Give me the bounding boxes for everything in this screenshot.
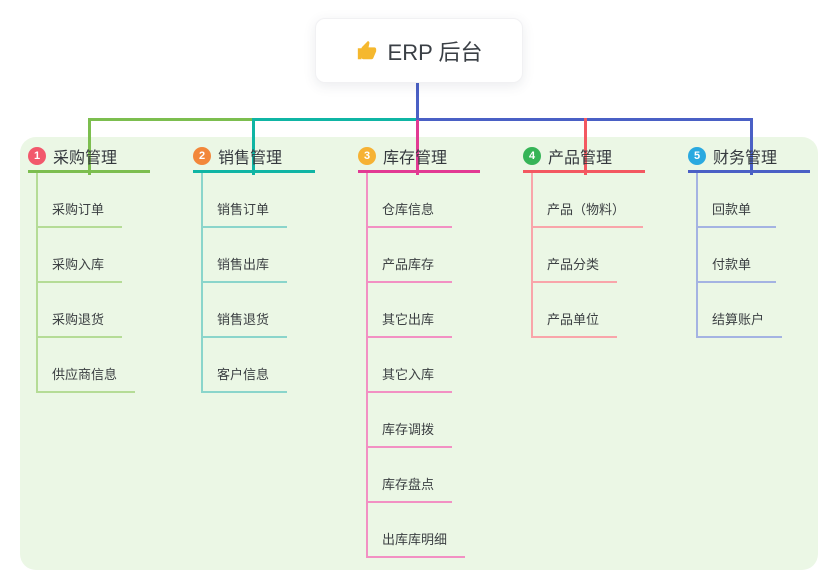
child-node[interactable]: 产品分类: [533, 228, 618, 283]
child-node[interactable]: 库存盘点: [368, 448, 453, 503]
connector-drop-branch5: [750, 118, 753, 175]
branch-finance: 5 财务管理 回款单 付款单 结算账户: [688, 146, 810, 338]
branch-title[interactable]: 4 产品管理: [523, 146, 645, 173]
root-node[interactable]: ERP 后台: [315, 18, 523, 83]
child-node-label: 采购入库: [52, 257, 105, 272]
child-node-label: 结算账户: [712, 312, 765, 327]
branch-number-badge: 1: [28, 147, 46, 165]
child-node[interactable]: 其它入库: [368, 338, 453, 393]
child-node-label: 采购订单: [52, 202, 105, 217]
child-node[interactable]: 其它出库: [368, 283, 453, 338]
child-node[interactable]: 仓库信息: [368, 173, 453, 228]
branch-inventory: 3 库存管理 仓库信息 产品库存 其它出库 其它入库 库存调拨 库存盘点 出库库…: [358, 146, 480, 558]
child-node-label: 采购退货: [52, 312, 105, 327]
child-node-label: 其它入库: [382, 367, 435, 382]
child-node[interactable]: 采购退货: [38, 283, 123, 338]
branch-number-badge: 3: [358, 147, 376, 165]
root-trunk-line: [416, 83, 419, 120]
child-node-label: 回款单: [712, 202, 752, 217]
branch-title-label: 财务管理: [713, 150, 778, 167]
branch-children: 仓库信息 产品库存 其它出库 其它入库 库存调拨 库存盘点 出库库明细: [366, 173, 466, 558]
child-node-label: 销售退货: [217, 312, 270, 327]
connector-drop-branch1: [88, 118, 91, 175]
child-node[interactable]: 销售订单: [203, 173, 288, 228]
child-node[interactable]: 回款单: [698, 173, 776, 228]
child-node[interactable]: 产品（物料）: [533, 173, 644, 228]
child-node-label: 仓库信息: [382, 202, 435, 217]
child-node[interactable]: 销售出库: [203, 228, 288, 283]
connector-hseg-branch2: [252, 118, 419, 121]
branch-title-label: 产品管理: [548, 150, 613, 167]
child-node-label: 其它出库: [382, 312, 435, 327]
branch-title[interactable]: 5 财务管理: [688, 146, 810, 173]
branch-title[interactable]: 3 库存管理: [358, 146, 480, 173]
child-node[interactable]: 采购入库: [38, 228, 123, 283]
child-node[interactable]: 库存调拨: [368, 393, 453, 448]
branch-number-badge: 5: [688, 147, 706, 165]
branch-children: 采购订单 采购入库 采购退货 供应商信息: [36, 173, 136, 393]
child-node-label: 库存调拨: [382, 422, 435, 437]
branch-children: 销售订单 销售出库 销售退货 客户信息: [201, 173, 288, 393]
child-node-label: 产品分类: [547, 257, 600, 272]
connector-hseg-branch1: [88, 118, 255, 121]
branch-number-badge: 2: [193, 147, 211, 165]
child-node[interactable]: 结算账户: [698, 283, 783, 338]
child-node-label: 出库库明细: [382, 532, 448, 547]
child-node[interactable]: 采购订单: [38, 173, 123, 228]
child-node[interactable]: 产品单位: [533, 283, 618, 338]
child-node-label: 销售订单: [217, 202, 270, 217]
thumbs-up-icon: [356, 40, 378, 62]
branch-title-label: 采购管理: [53, 150, 118, 167]
connector-drop-branch4: [584, 118, 587, 175]
branch-sales: 2 销售管理 销售订单 销售出库 销售退货 客户信息: [193, 146, 315, 393]
child-node-label: 产品库存: [382, 257, 435, 272]
child-node[interactable]: 供应商信息: [38, 338, 136, 393]
child-node[interactable]: 产品库存: [368, 228, 453, 283]
child-node-label: 供应商信息: [52, 367, 118, 382]
branch-title-label: 库存管理: [383, 150, 448, 167]
child-node[interactable]: 销售退货: [203, 283, 288, 338]
child-node-label: 销售出库: [217, 257, 270, 272]
root-node-label: ERP 后台: [387, 39, 483, 65]
branch-children: 回款单 付款单 结算账户: [696, 173, 783, 338]
branch-children: 产品（物料） 产品分类 产品单位: [531, 173, 644, 338]
child-node[interactable]: 付款单: [698, 228, 776, 283]
branch-title[interactable]: 2 销售管理: [193, 146, 315, 173]
child-node[interactable]: 客户信息: [203, 338, 288, 393]
branch-product: 4 产品管理 产品（物料） 产品分类 产品单位: [523, 146, 645, 338]
child-node[interactable]: 出库库明细: [368, 503, 466, 558]
branch-title[interactable]: 1 采购管理: [28, 146, 150, 173]
child-node-label: 付款单: [712, 257, 752, 272]
branch-procurement: 1 采购管理 采购订单 采购入库 采购退货 供应商信息: [28, 146, 150, 393]
connector-drop-branch2: [252, 118, 255, 175]
content-panel: [20, 137, 818, 570]
child-node-label: 产品单位: [547, 312, 600, 327]
child-node-label: 客户信息: [217, 367, 270, 382]
child-node-label: 产品（物料）: [547, 202, 626, 217]
child-node-label: 库存盘点: [382, 477, 435, 492]
branch-title-label: 销售管理: [218, 150, 283, 167]
branch-number-badge: 4: [523, 147, 541, 165]
connector-drop-branch3: [416, 120, 419, 175]
